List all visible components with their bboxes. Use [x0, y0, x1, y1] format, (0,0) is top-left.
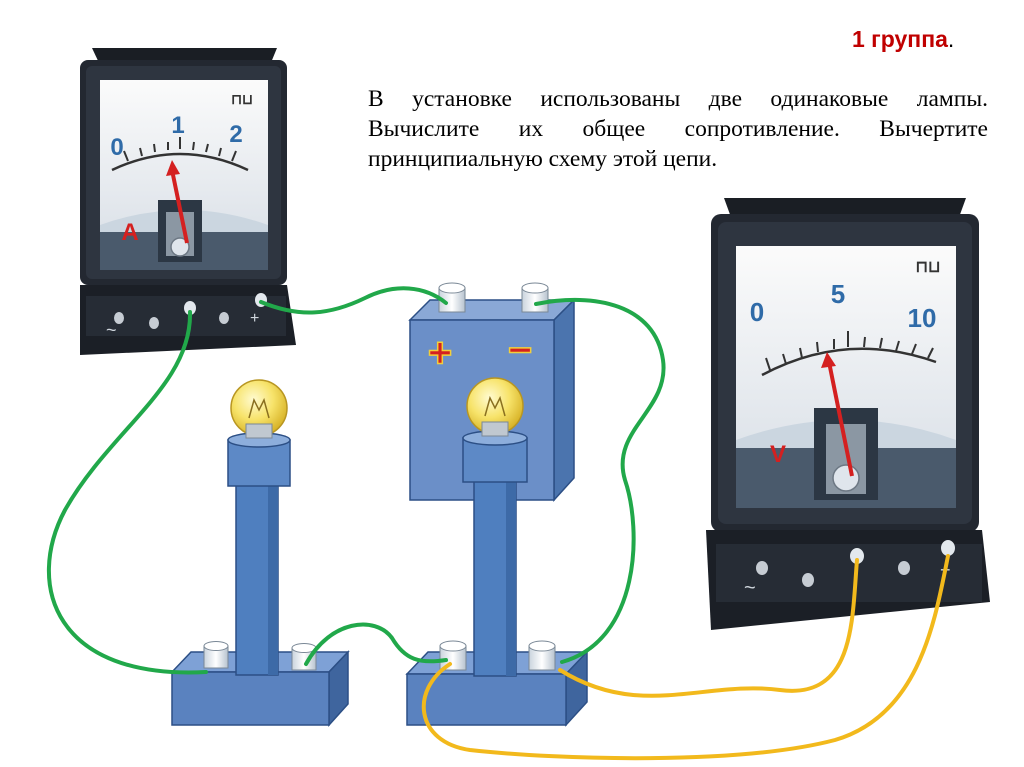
voltmeter: 0 5 10 V ⊓⊔ ~ + [706, 198, 990, 630]
ammeter-symbol: A [121, 219, 138, 246]
voltmeter-symbol: V [770, 441, 786, 468]
wire-lamp-left-to-lamp-right [304, 622, 448, 666]
ammeter-scale-label-0: 0 [110, 134, 123, 161]
voltmeter-scale-ticks [765, 331, 934, 371]
ammeter-scale-ticks [123, 137, 237, 162]
lamp-right [405, 377, 589, 727]
ammeter-plus-mark: + [250, 310, 259, 327]
ammeter-scale-arc [111, 152, 249, 172]
ammeter-ac-mark: ~ [106, 320, 117, 340]
wire-battery-minus-to-lamp-right [534, 297, 666, 664]
voltmeter-ac-mark: ~ [744, 577, 756, 599]
task-text: В установке использованы две одинаковые … [368, 86, 988, 172]
battery: + − [408, 282, 576, 502]
yellow-wires [421, 554, 950, 761]
wire-ammeter-to-lamp-left [46, 310, 208, 675]
battery-minus-sign: − [508, 326, 533, 373]
battery-side [553, 298, 575, 502]
group-title: 1 группа. [852, 26, 955, 52]
voltmeter-scale-label-5: 5 [831, 279, 845, 309]
green-wires [46, 286, 666, 675]
ammeter-needle [170, 169, 189, 244]
lamp-left-base [171, 671, 330, 726]
voltmeter-needle [827, 361, 854, 477]
voltmeter-scale-label-10: 10 [908, 303, 937, 333]
ammeter: 0 1 2 A ⊓⊔ ~ + [80, 48, 296, 355]
wire-voltmeter-to-lamp-right-2 [558, 558, 859, 698]
wire-voltmeter-to-lamp-right-1 [421, 554, 950, 761]
battery-plus-sign: + [428, 329, 453, 376]
voltmeter-scale-arc [761, 347, 937, 377]
voltmeter-scale-label-0: 0 [750, 297, 764, 327]
lamp-left [170, 379, 350, 727]
wire-ammeter-to-battery-plus [259, 286, 448, 315]
voltmeter-terminals [756, 540, 955, 587]
ammeter-scale-label-1: 1 [171, 112, 184, 139]
ammeter-type-mark: ⊓⊔ [231, 91, 253, 107]
voltmeter-type-mark: ⊓⊔ [916, 259, 941, 276]
ammeter-scale-label-2: 2 [229, 121, 242, 148]
